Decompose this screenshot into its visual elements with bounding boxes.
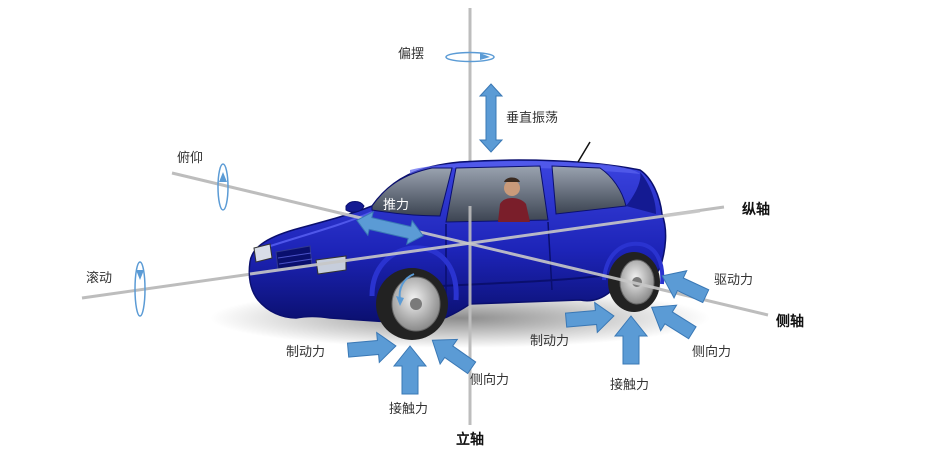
front-lateral-arrow	[431, 338, 477, 375]
pitch-rotation-icon	[217, 163, 229, 211]
rear-lateral-arrow	[650, 304, 697, 340]
vertical-axis-label: 立轴	[456, 431, 484, 448]
rear-braking-arrow	[564, 301, 615, 334]
rear-lateral-label: 侧向力	[692, 344, 731, 360]
front-braking-arrow	[346, 331, 397, 364]
front-wheel	[376, 268, 448, 340]
front-contact-label: 接触力	[389, 401, 428, 417]
rear-drive-arrow	[661, 270, 710, 304]
rear-contact-arrow	[613, 315, 649, 365]
rear-braking-label: 制动力	[530, 334, 569, 349]
roll-label: 滚动	[86, 270, 112, 286]
bounce-arrow	[478, 83, 504, 153]
roll-rotation-icon	[134, 261, 146, 317]
yaw-label: 偏摆	[398, 47, 424, 62]
rear-contact-label: 接触力	[610, 377, 649, 393]
rear-drive-label: 驱动力	[714, 273, 753, 288]
thrust-label: 推力	[383, 198, 409, 213]
front-contact-arrow	[392, 345, 428, 395]
lateral-axis-label: 侧轴	[776, 313, 804, 330]
front-wheel-rotation-arrowhead	[396, 296, 404, 306]
longitudinal-axis-front	[249, 209, 701, 276]
longitudinal-axis-label: 纵轴	[742, 201, 770, 218]
yaw-rotation-icon	[445, 51, 495, 63]
thrust-arrow	[356, 210, 424, 246]
front-lateral-label: 侧向力	[470, 372, 509, 388]
pitch-label: 俯仰	[177, 150, 203, 166]
bounce-label: 垂直振荡	[506, 111, 558, 126]
front-braking-label: 制动力	[286, 345, 325, 360]
